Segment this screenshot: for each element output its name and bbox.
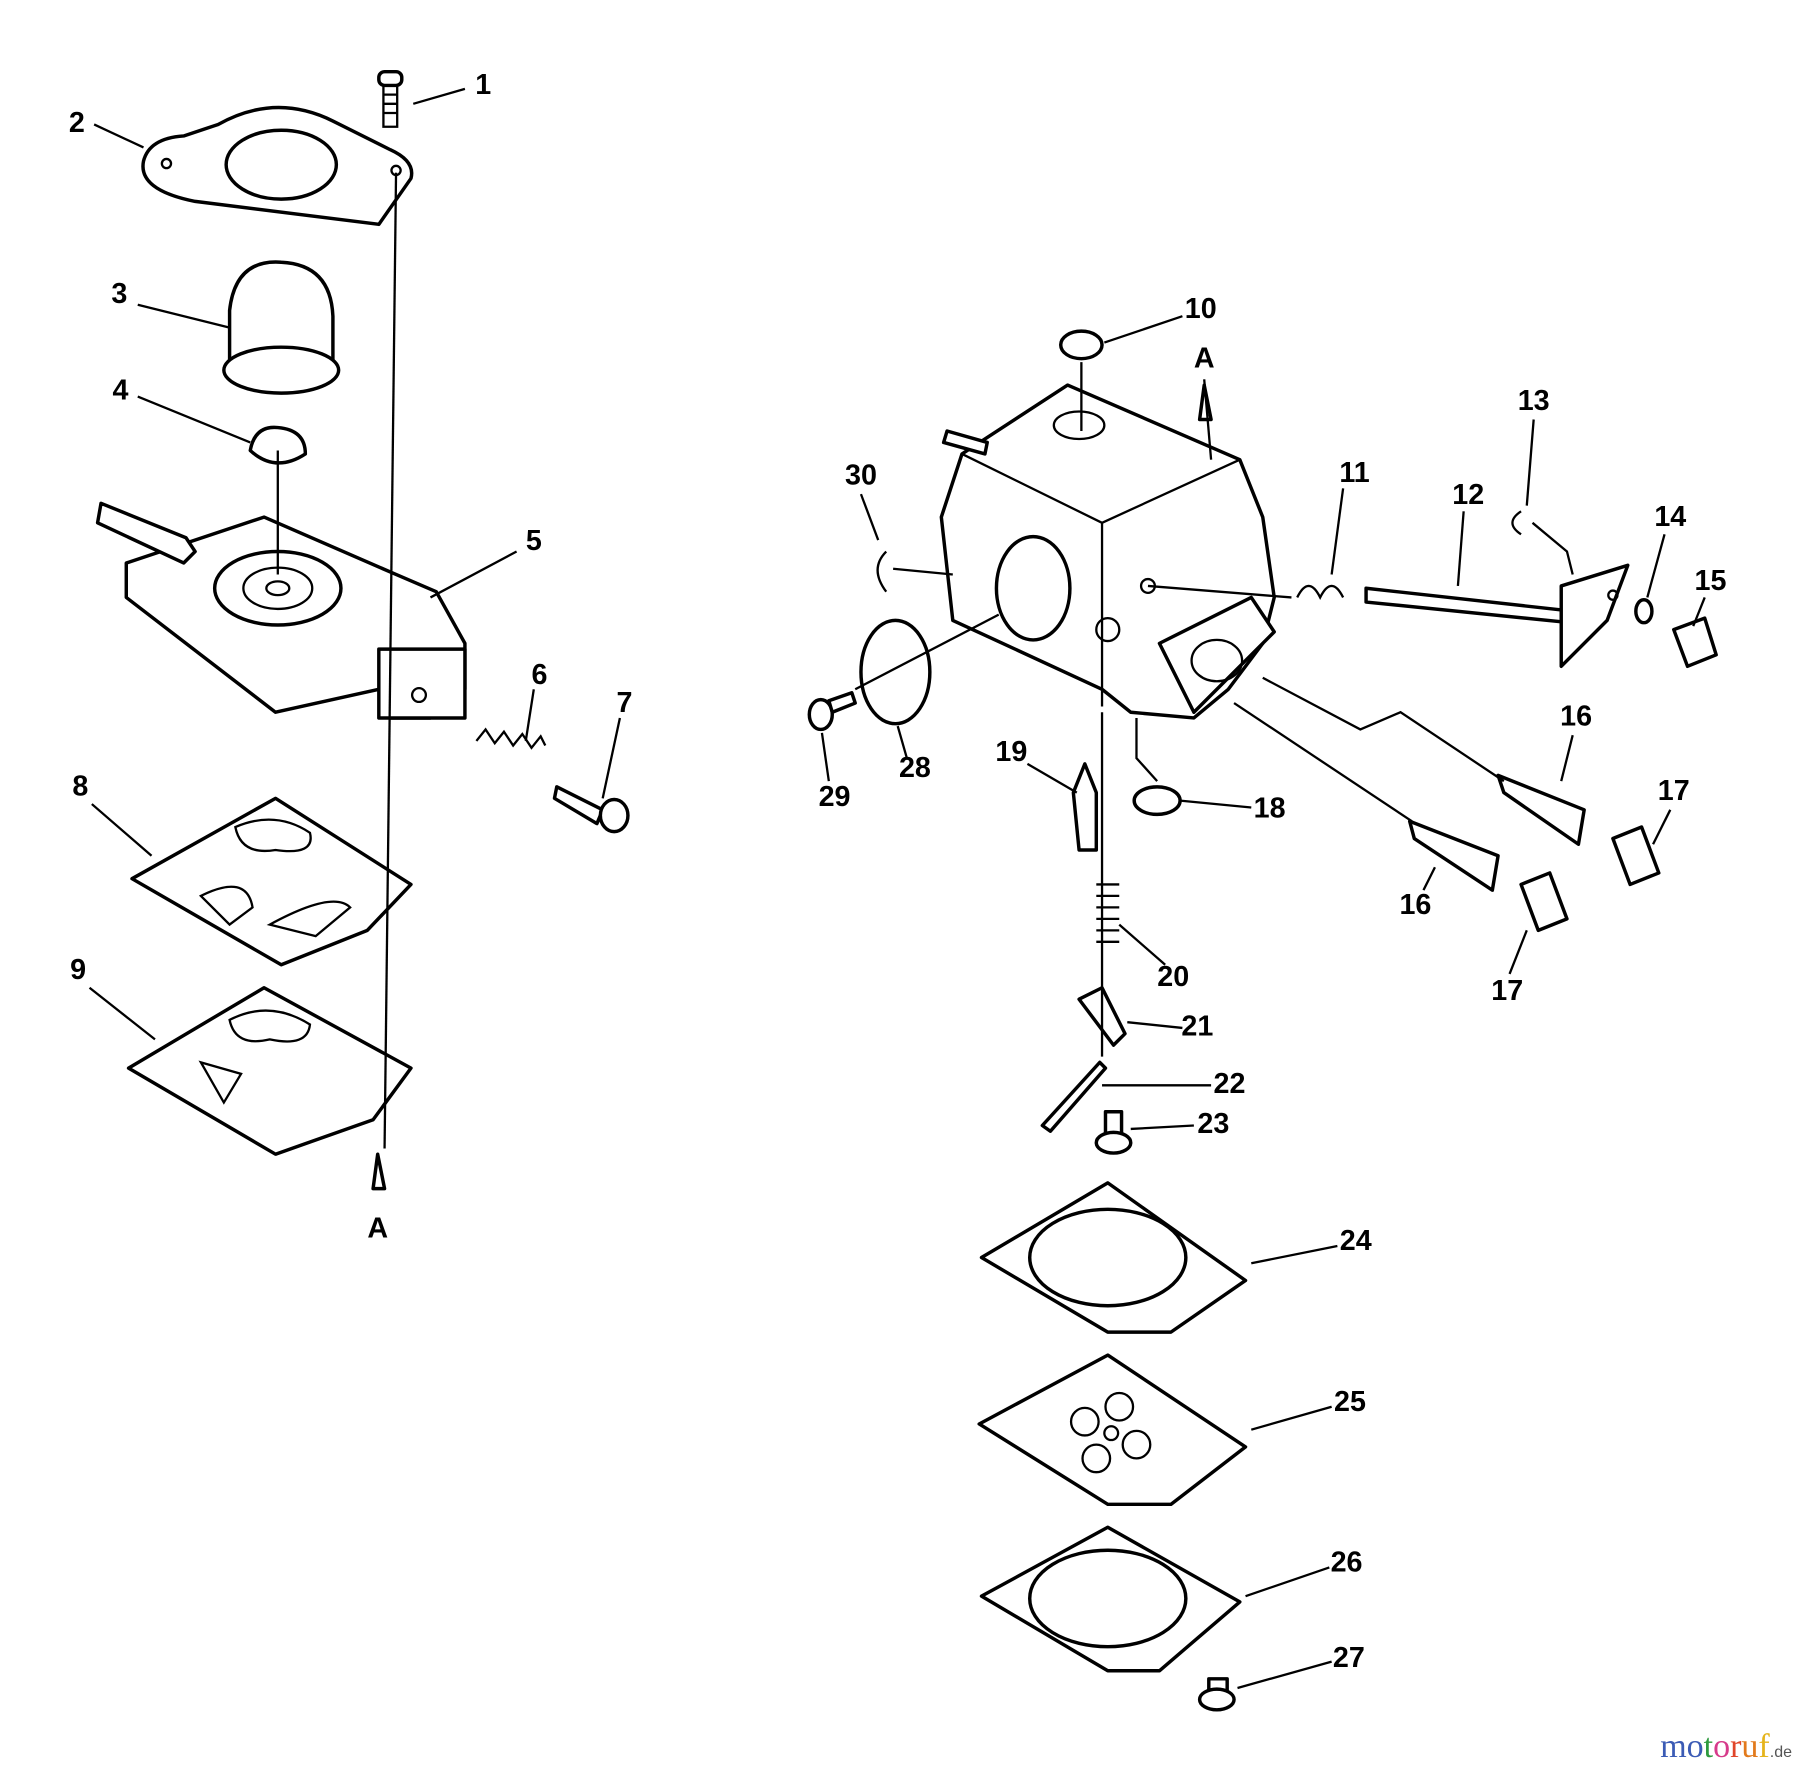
part-labels: 1 2 3 4 5 6 7 8 9 A A 10 11 12 13 14 15 … bbox=[69, 69, 1727, 1674]
label-15: 15 bbox=[1694, 565, 1726, 597]
label-6: 6 bbox=[532, 659, 548, 691]
watermark-letter: t bbox=[1703, 1728, 1714, 1765]
label-8: 8 bbox=[72, 771, 88, 803]
label-7: 7 bbox=[617, 687, 633, 719]
part-29-screw bbox=[807, 690, 857, 732]
label-14: 14 bbox=[1654, 501, 1686, 533]
label-29: 29 bbox=[819, 781, 851, 813]
part-30-clip bbox=[876, 550, 888, 593]
part-20-spring bbox=[1096, 883, 1120, 943]
part-15-nut bbox=[1672, 616, 1718, 669]
part-13-clip bbox=[1511, 510, 1522, 536]
label-16-upper: 16 bbox=[1560, 701, 1592, 733]
part-27-screw bbox=[1197, 1677, 1236, 1712]
watermark-letter: o bbox=[1686, 1728, 1704, 1765]
label-ref-a-right: A bbox=[1194, 342, 1215, 374]
label-23: 23 bbox=[1197, 1108, 1229, 1140]
part-5-pump-body bbox=[95, 501, 467, 720]
part-14-washer bbox=[1634, 598, 1654, 625]
label-9: 9 bbox=[70, 954, 86, 986]
part-16-needle-b bbox=[1407, 819, 1500, 892]
label-28: 28 bbox=[899, 752, 931, 784]
watermark-letter: o bbox=[1713, 1728, 1731, 1765]
part-22-pin bbox=[1040, 1060, 1108, 1133]
label-5: 5 bbox=[526, 525, 542, 557]
part-17-cap-b bbox=[1519, 871, 1569, 933]
label-16-lower: 16 bbox=[1399, 889, 1431, 921]
part-19-needle bbox=[1071, 762, 1099, 852]
part-8-gasket bbox=[130, 796, 413, 967]
part-26-gasket bbox=[979, 1525, 1242, 1673]
part-28-disc bbox=[859, 618, 932, 726]
part-11-spring bbox=[1296, 584, 1345, 601]
label-25: 25 bbox=[1334, 1386, 1366, 1418]
label-19: 19 bbox=[995, 736, 1027, 768]
part-4-valve bbox=[248, 425, 308, 465]
label-10: 10 bbox=[1185, 293, 1217, 325]
part-24-gasket bbox=[979, 1181, 1248, 1334]
watermark-suffix: .de bbox=[1769, 1744, 1792, 1761]
part-7-screw bbox=[552, 785, 630, 834]
label-ref-a-left: A bbox=[367, 1213, 388, 1245]
watermark-text: motoruf bbox=[1660, 1728, 1770, 1766]
part-2-cover bbox=[141, 105, 414, 227]
label-20: 20 bbox=[1157, 961, 1189, 993]
watermark-letter: u bbox=[1741, 1728, 1759, 1765]
label-12: 12 bbox=[1452, 479, 1484, 511]
part-12-shaft bbox=[1364, 563, 1630, 669]
part-6-spring bbox=[475, 727, 547, 750]
label-4: 4 bbox=[113, 375, 129, 407]
label-30: 30 bbox=[845, 459, 877, 491]
leader-lines bbox=[88, 87, 1706, 1690]
part-23-screw bbox=[1094, 1110, 1133, 1155]
part-25-diaphragm bbox=[977, 1353, 1248, 1507]
label-17-lower: 17 bbox=[1491, 975, 1523, 1007]
label-3: 3 bbox=[111, 278, 127, 310]
label-11: 11 bbox=[1339, 457, 1369, 489]
label-27: 27 bbox=[1333, 1642, 1365, 1674]
watermark-letter: m bbox=[1660, 1728, 1687, 1765]
part-9-gasket bbox=[126, 986, 413, 1156]
alignment-line-a-left bbox=[383, 172, 398, 1149]
label-2: 2 bbox=[69, 107, 85, 139]
label-21: 21 bbox=[1181, 1010, 1213, 1042]
label-1: 1 bbox=[475, 69, 491, 101]
label-24: 24 bbox=[1340, 1225, 1372, 1257]
part-16-needle-a bbox=[1496, 773, 1586, 846]
part-17-cap-a bbox=[1611, 825, 1661, 887]
part-1-screw bbox=[377, 69, 404, 128]
watermark-letter: r bbox=[1730, 1728, 1742, 1765]
label-26: 26 bbox=[1331, 1547, 1363, 1579]
part-18-disc bbox=[1132, 785, 1182, 817]
watermark-logo: motoruf.de bbox=[1660, 1728, 1792, 1766]
label-18: 18 bbox=[1254, 792, 1286, 824]
label-22: 22 bbox=[1214, 1068, 1246, 1100]
part-10-cap bbox=[1058, 329, 1104, 361]
carburetor-body bbox=[939, 383, 1276, 720]
label-13: 13 bbox=[1518, 385, 1550, 417]
label-17-upper: 17 bbox=[1658, 775, 1690, 807]
part-3-primer-bulb bbox=[222, 260, 341, 395]
arrow-a-left bbox=[371, 1152, 387, 1191]
watermark-letter: f bbox=[1758, 1728, 1770, 1765]
